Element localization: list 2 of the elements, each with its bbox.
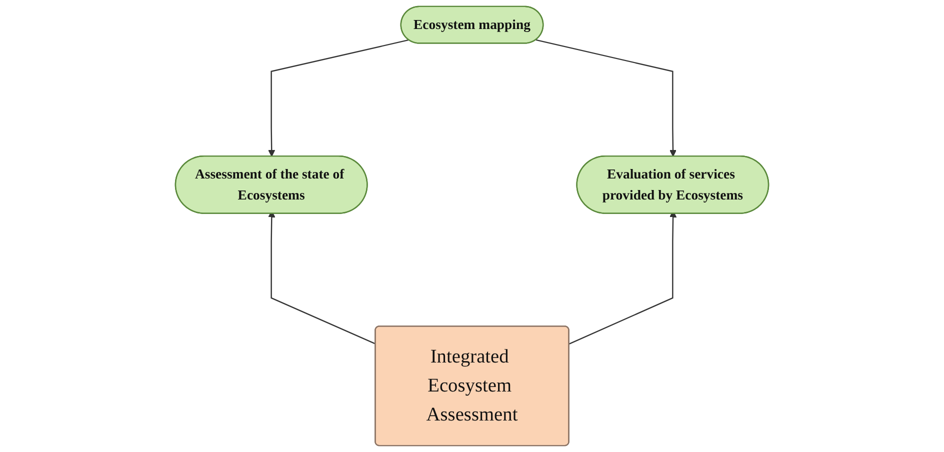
arrow — [536, 39, 677, 157]
arrow — [268, 39, 409, 157]
